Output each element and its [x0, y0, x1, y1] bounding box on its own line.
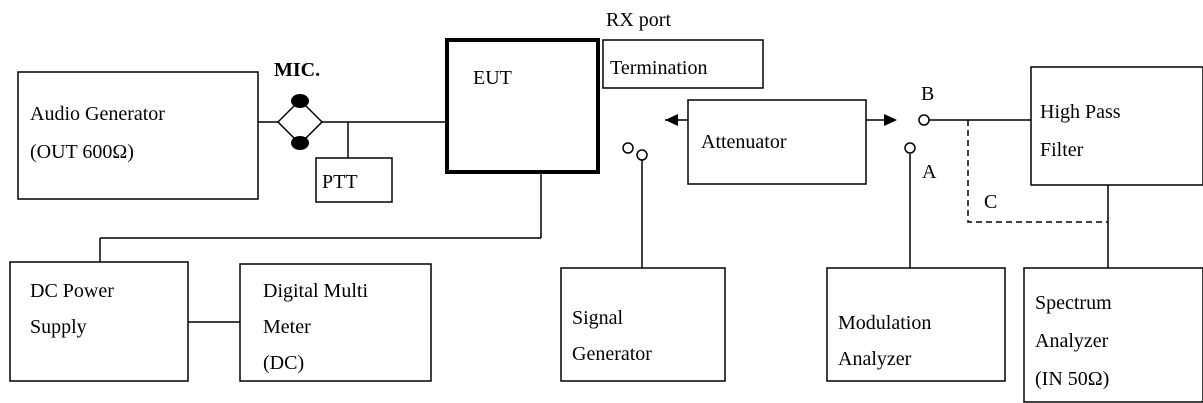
digital-multi-meter-label-1: Digital Multi: [263, 280, 368, 302]
switch-point-a: [904, 142, 916, 154]
arrowhead-right: [884, 114, 897, 126]
attenuator-block: Attenuator: [687, 99, 867, 185]
attenuator-box: [687, 99, 867, 185]
modulation-analyzer-label-1: Modulation: [838, 312, 931, 334]
spectrum-analyzer-box: [1023, 267, 1203, 403]
audio-generator-label: Audio Generator: [30, 103, 165, 125]
dc-power-supply-label-2: Supply: [30, 316, 87, 338]
connection-lines: [99, 114, 1109, 323]
eut-box: [445, 38, 600, 174]
high-pass-filter-box: [1030, 66, 1203, 186]
dc-power-supply-label-1: DC Power: [30, 280, 114, 302]
rx-port-label: RX port: [606, 9, 671, 31]
spectrum-analyzer-label-3: (IN 50Ω): [1035, 368, 1109, 390]
attenuator-label: Attenuator: [701, 131, 787, 153]
digital-multi-meter-label-2: Meter: [263, 316, 311, 338]
signal-generator-label-1: Signal: [572, 307, 624, 329]
digital-multi-meter-box: [239, 263, 432, 382]
termination-box: [602, 39, 764, 89]
modulation-analyzer-label-2: Analyzer: [838, 348, 912, 370]
digital-multi-meter-block: Digital Multi Meter (DC): [239, 263, 432, 382]
signal-generator-label-2: Generator: [572, 343, 652, 365]
digital-multi-meter-label-3: (DC): [263, 352, 304, 374]
audio-generator-box: [17, 71, 259, 200]
high-pass-filter-block: High Pass Filter: [1030, 66, 1203, 186]
dc-power-supply-block: DC Power Supply: [9, 261, 189, 382]
spectrum-analyzer-label-2: Analyzer: [1035, 330, 1109, 352]
mic-bottom-node: [291, 136, 309, 150]
dc-power-supply-box: [9, 261, 189, 382]
eut-block: EUT: [445, 38, 600, 174]
signal-generator-box: [560, 267, 726, 382]
signal-generator-block: Signal Generator: [560, 267, 726, 382]
high-pass-filter-label-2: Filter: [1040, 139, 1084, 161]
ptt-box: [315, 157, 393, 203]
ptt-block: PTT: [315, 157, 393, 203]
eut-label: EUT: [473, 67, 512, 89]
point-a-label: A: [922, 161, 937, 183]
point-c-label: C: [984, 191, 997, 213]
point-b-label: B: [921, 83, 934, 105]
termination-block: RX port Termination: [602, 9, 764, 89]
spectrum-analyzer-block: Spectrum Analyzer (IN 50Ω): [1023, 267, 1203, 403]
audio-generator-impedance: (OUT 600Ω): [30, 141, 134, 163]
ptt-label: PTT: [322, 171, 358, 193]
mic-label: MIC.: [274, 59, 320, 81]
mic-diamond: [276, 98, 324, 146]
termination-label: Termination: [610, 57, 707, 79]
audio-generator-block: Audio Generator (OUT 600Ω): [17, 71, 259, 200]
switch-point-b: [918, 114, 930, 126]
modulation-analyzer-block: Modulation Analyzer: [826, 267, 1006, 382]
mic-block: MIC.: [274, 59, 324, 150]
high-pass-filter-label-1: High Pass: [1040, 101, 1121, 123]
arrowhead-left: [665, 114, 678, 126]
switch-point-signal: [636, 149, 648, 161]
switch-point-eut: [622, 142, 634, 154]
spectrum-analyzer-label-1: Spectrum: [1035, 292, 1112, 314]
mic-top-node: [291, 94, 309, 108]
modulation-analyzer-box: [826, 267, 1006, 382]
dashed-path-c: [967, 120, 1108, 223]
